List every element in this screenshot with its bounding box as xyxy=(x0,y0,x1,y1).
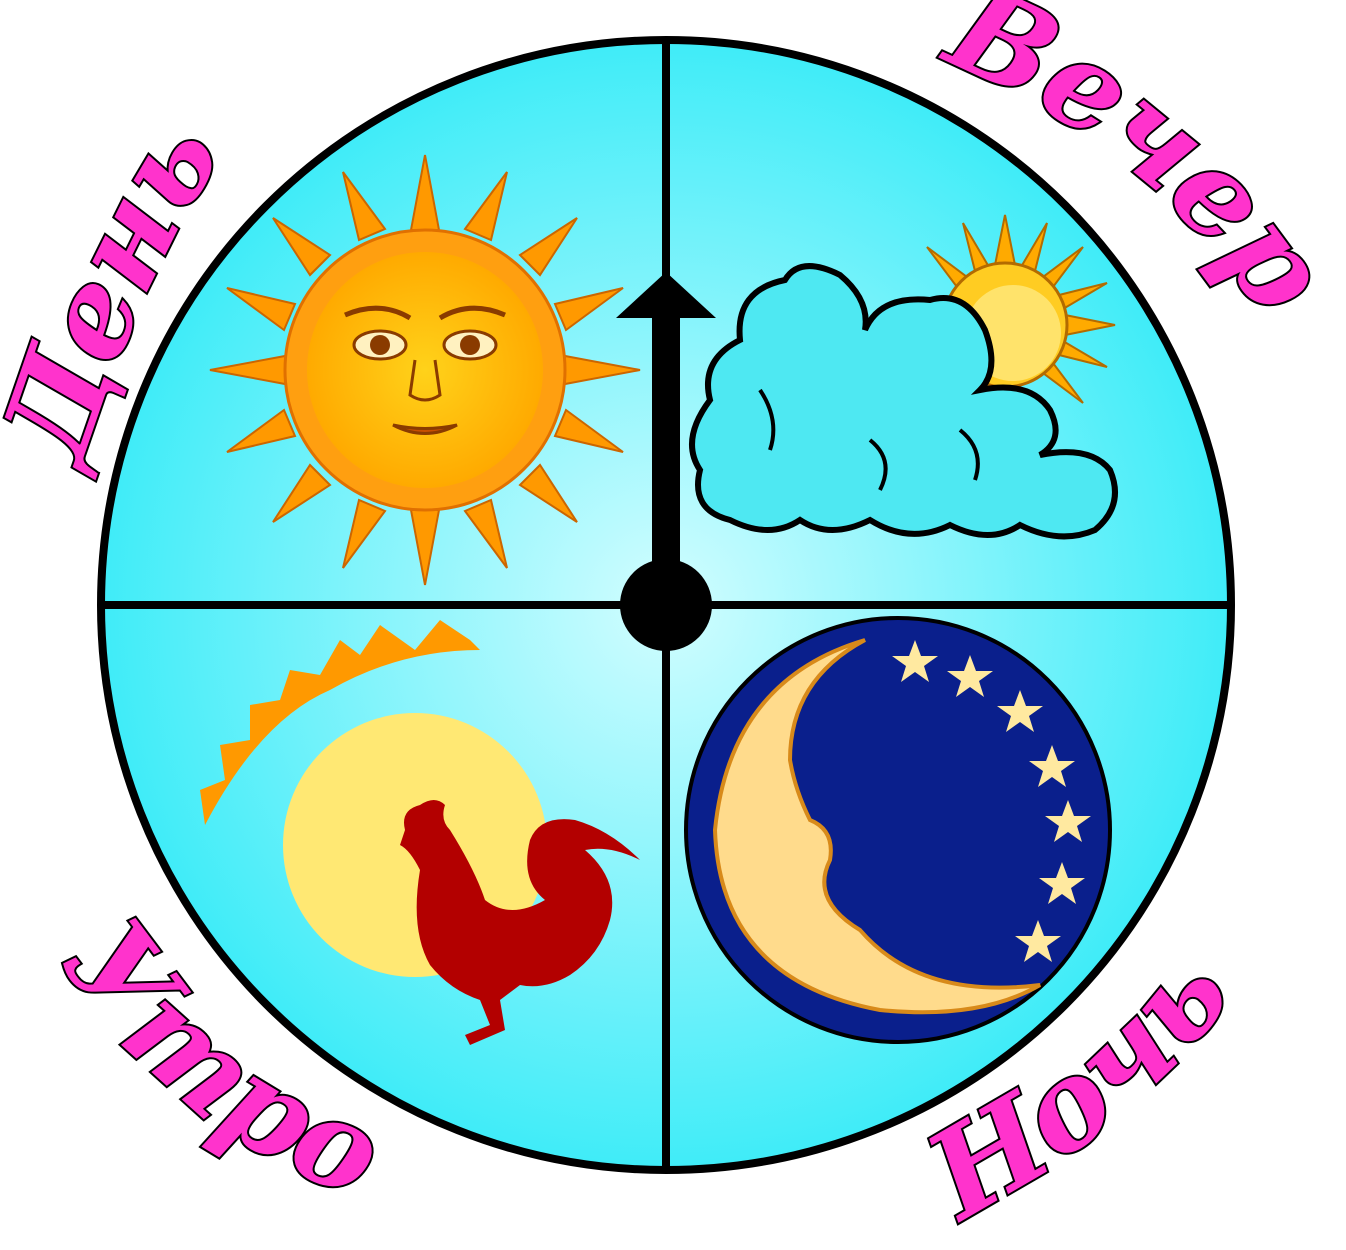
sun-face-icon xyxy=(210,155,640,585)
crescent-moon-stars-icon xyxy=(686,618,1110,1042)
hand-pivot xyxy=(620,559,712,651)
